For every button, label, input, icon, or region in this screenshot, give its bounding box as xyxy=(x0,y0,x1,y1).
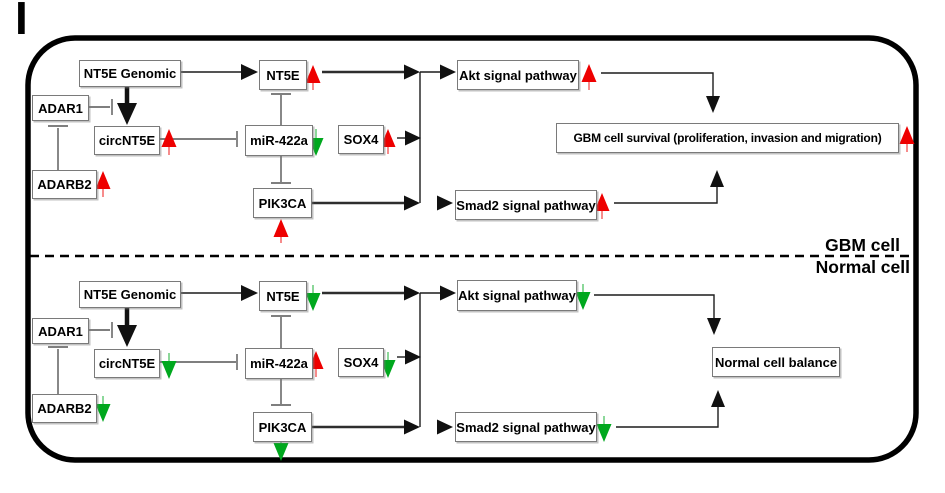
arrowhead-right-icon xyxy=(405,130,421,146)
node-gbm-adarb2: ADARB2 xyxy=(32,170,97,199)
node-gbm-mir422a: miR-422a xyxy=(245,125,313,156)
node-gbm-pik3ca: PIK3CA xyxy=(253,188,312,218)
down-regulation-arrow-icon xyxy=(596,424,612,442)
down-regulation-arrow-icon xyxy=(305,293,321,311)
arrowhead-right-icon xyxy=(437,195,453,211)
node-gbm-circnt5e: circNT5E xyxy=(94,126,160,155)
cell-membrane-border xyxy=(25,35,919,463)
arrowhead-right-icon xyxy=(404,195,420,211)
node-normal-sox4: SOX4 xyxy=(338,348,384,377)
node-gbm-akt-pathway: Akt signal pathway xyxy=(457,60,579,90)
arrowhead-down-thick-icon xyxy=(117,325,137,347)
arrowhead-right-icon xyxy=(404,64,420,80)
arrowhead-right-icon xyxy=(440,285,456,301)
arrowhead-right-icon xyxy=(437,419,453,435)
down-regulation-arrow-icon xyxy=(95,404,111,422)
up-regulation-arrow-icon xyxy=(95,171,111,189)
node-normal-outcome: Normal cell balance xyxy=(712,347,840,377)
node-normal-akt-pathway: Akt signal pathway xyxy=(457,280,577,311)
arrowhead-right-icon xyxy=(405,349,421,365)
node-normal-nt5e-genomic: NT5E Genomic xyxy=(79,281,181,308)
arrowhead-right-icon xyxy=(241,285,258,301)
gbm-cell-label: GBM cell xyxy=(825,235,900,255)
up-regulation-arrow-icon xyxy=(594,193,610,211)
up-regulation-arrow-icon xyxy=(380,129,396,147)
arrowhead-down-thick-icon xyxy=(117,103,137,125)
normal-connectors xyxy=(48,285,725,435)
node-normal-circnt5e: circNT5E xyxy=(94,349,160,378)
up-regulation-arrow-icon xyxy=(161,129,177,147)
arrowhead-up-icon xyxy=(710,170,724,187)
arrowhead-right-icon xyxy=(440,64,456,80)
node-normal-mir422a: miR-422a xyxy=(245,348,313,379)
up-regulation-arrow-icon xyxy=(581,64,597,82)
node-gbm-smad2-pathway: Smad2 signal pathway xyxy=(455,190,597,220)
normal-regulation-arrows xyxy=(95,284,612,461)
arrowhead-down-icon xyxy=(707,318,721,335)
node-normal-adar1: ADAR1 xyxy=(32,318,89,344)
node-gbm-sox4: SOX4 xyxy=(338,125,384,154)
up-regulation-arrow-icon xyxy=(899,126,915,144)
down-regulation-arrow-icon xyxy=(380,360,396,378)
up-regulation-arrow-icon xyxy=(305,65,321,83)
arrowhead-up-icon xyxy=(711,390,725,407)
node-normal-pik3ca: PIK3CA xyxy=(253,412,312,442)
gbm-regulation-arrows xyxy=(95,64,915,243)
arrowhead-right-icon xyxy=(404,419,420,435)
node-gbm-adar1: ADAR1 xyxy=(32,95,89,121)
node-gbm-nt5e-genomic: NT5E Genomic xyxy=(79,60,181,87)
node-normal-smad2-pathway: Smad2 signal pathway xyxy=(455,412,597,442)
node-normal-adarb2: ADARB2 xyxy=(32,394,97,423)
arrowhead-right-icon xyxy=(241,64,258,80)
panel-letter: I xyxy=(15,0,28,44)
down-regulation-arrow-icon xyxy=(273,443,289,461)
up-regulation-arrow-icon xyxy=(273,219,289,237)
down-regulation-arrow-icon xyxy=(575,292,591,310)
gbm-connectors xyxy=(48,64,724,211)
arrowhead-down-icon xyxy=(706,96,720,113)
node-gbm-nt5e: NT5E xyxy=(259,60,307,90)
down-regulation-arrow-icon xyxy=(161,361,177,379)
normal-cell-label: Normal cell xyxy=(815,257,910,277)
node-gbm-outcome: GBM cell survival (proliferation, invasi… xyxy=(556,123,899,153)
node-normal-nt5e: NT5E xyxy=(259,281,307,311)
arrowhead-right-icon xyxy=(404,285,420,301)
